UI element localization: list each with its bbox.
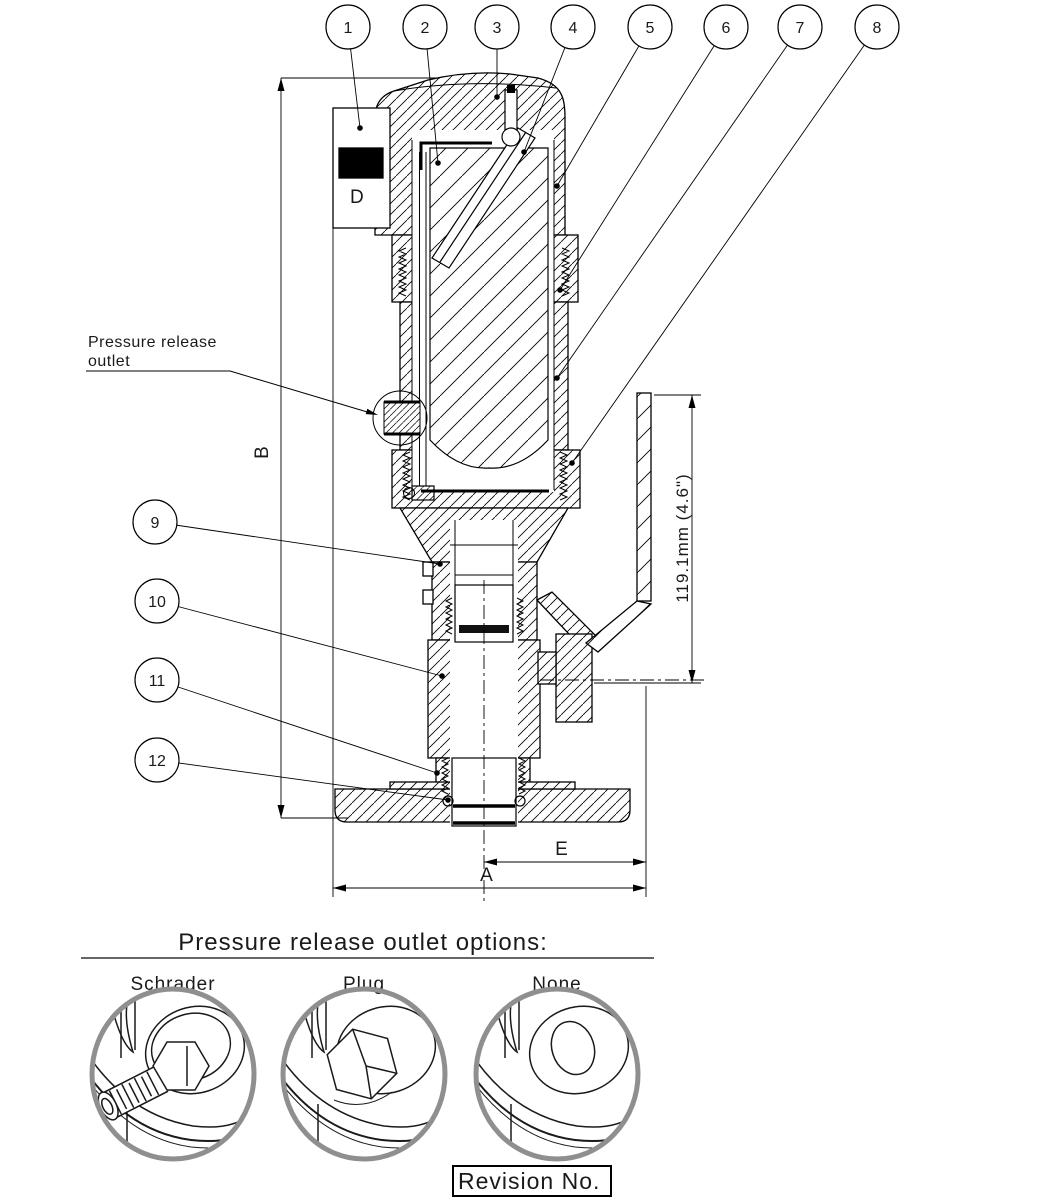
balloon-dots <box>357 94 575 803</box>
svg-text:3: 3 <box>493 20 502 37</box>
option-detail-none <box>477 990 637 1158</box>
options-section: Pressure release outlet options: Schrade… <box>81 929 654 1162</box>
balloon-3 <box>474 4 520 50</box>
svg-text:5: 5 <box>646 20 655 37</box>
balloon-10 <box>134 578 180 624</box>
valve-internals <box>403 85 555 828</box>
svg-text:4: 4 <box>569 20 578 37</box>
svg-text:11: 11 <box>149 673 166 690</box>
option-circle-plug <box>280 986 448 1162</box>
revision-label: Revision No. <box>458 1168 600 1194</box>
svg-text:6: 6 <box>722 20 731 37</box>
dim-label-a: A <box>480 865 494 886</box>
dimensions <box>280 77 701 897</box>
option-circles <box>89 986 641 1162</box>
thread-zigzags <box>397 247 571 795</box>
revision-box: Revision No. <box>452 1165 612 1197</box>
balloon-12 <box>134 737 180 783</box>
option-circle-none <box>473 986 641 1162</box>
callout-line2: outlet <box>88 353 130 370</box>
dim-label-d: D <box>350 187 365 208</box>
option-label-schrader: Schrader <box>130 974 215 995</box>
balloons <box>132 4 900 783</box>
callout-line1: Pressure release <box>88 334 217 351</box>
balloon-8 <box>854 4 900 50</box>
port-thread <box>338 147 384 179</box>
balloon-4 <box>550 4 596 50</box>
dim-label-height: 119.1mm (4.6") <box>673 473 692 602</box>
balloon-9 <box>132 499 178 545</box>
inlet-port <box>332 107 391 229</box>
pressure-release-callout: Pressure release outlet <box>86 334 378 415</box>
svg-text:7: 7 <box>796 20 805 37</box>
svg-text:12: 12 <box>148 753 166 770</box>
svg-text:2: 2 <box>421 20 430 37</box>
svg-text:8: 8 <box>873 20 882 37</box>
balloon-1 <box>325 4 371 50</box>
svg-text:10: 10 <box>148 594 166 611</box>
dim-label-b: B <box>252 445 273 459</box>
balloon-numbers: 1 2 3 4 5 6 7 8 9 10 11 12 <box>148 20 881 770</box>
option-circle-schrader <box>89 986 257 1162</box>
balloon-11 <box>134 657 180 703</box>
balloon-7 <box>777 4 823 50</box>
svg-text:1: 1 <box>344 20 353 37</box>
pressure-release-detail <box>372 390 428 446</box>
svg-text:9: 9 <box>151 515 160 532</box>
balloon-2 <box>402 4 448 50</box>
mounting-bracket <box>636 392 652 602</box>
dim-label-e: E <box>555 839 569 860</box>
balloon-6 <box>703 4 749 50</box>
dimension-arrows <box>277 78 696 892</box>
options-title: Pressure release outlet options: <box>178 929 548 956</box>
balloon-5 <box>627 4 673 50</box>
centerlines <box>483 580 704 905</box>
